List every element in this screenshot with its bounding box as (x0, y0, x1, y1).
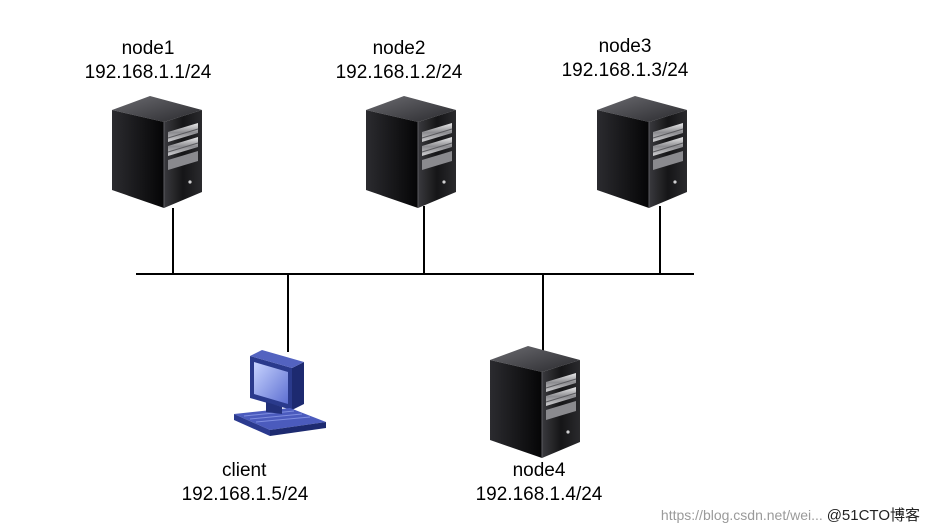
node-ip: 192.168.1.1/24 (84, 62, 212, 83)
server-icon (596, 95, 688, 209)
watermark: https://blog.csdn.net/wei... @51CTO博客 (661, 504, 920, 525)
watermark-url: https://blog.csdn.net/wei... (660, 507, 823, 523)
client-label: client 192.168.1.5/24 (170, 459, 320, 507)
node1-label: node1 192.168.1.1/24 (73, 37, 223, 85)
server-icon (489, 345, 581, 459)
node-name: node2 (372, 38, 426, 59)
node-name: node3 (598, 36, 652, 57)
node4-label: node4 192.168.1.4/24 (464, 459, 614, 507)
node-ip: 192.168.1.2/24 (335, 62, 463, 83)
node3-label: node3 192.168.1.3/24 (550, 35, 700, 83)
node-name: node1 (121, 38, 175, 59)
node-ip: 192.168.1.3/24 (561, 60, 689, 81)
watermark-brand: @51CTO博客 (826, 507, 920, 524)
network-bus (136, 206, 694, 352)
node2-label: node2 192.168.1.2/24 (324, 37, 474, 85)
workstation-icon (233, 349, 327, 437)
server-icon (365, 95, 457, 209)
node-ip: 192.168.1.5/24 (181, 484, 309, 505)
node-ip: 192.168.1.4/24 (475, 484, 603, 505)
node-name: client (222, 460, 267, 481)
server-icon (111, 95, 203, 209)
node-name: node4 (512, 460, 566, 481)
